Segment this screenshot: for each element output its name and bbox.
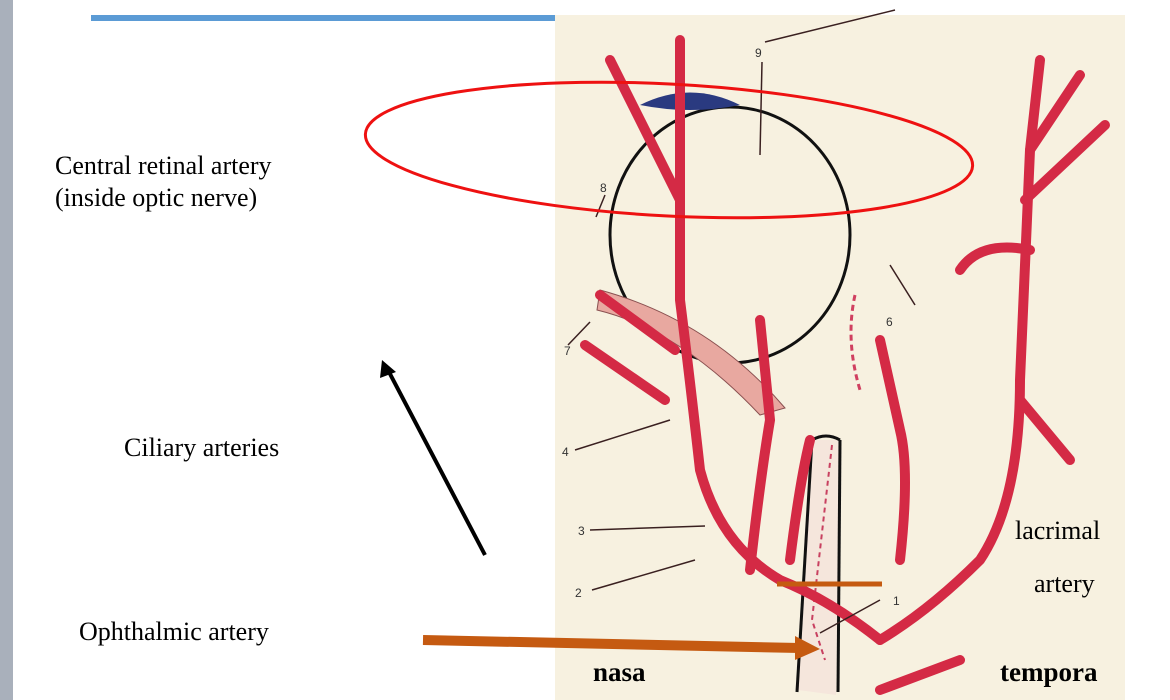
figure-number-4: 4 bbox=[562, 445, 569, 459]
figure-number-3: 3 bbox=[578, 524, 585, 538]
figure-number-6: 6 bbox=[886, 315, 893, 329]
orange-arrow bbox=[422, 635, 801, 653]
black-arrow bbox=[387, 371, 487, 556]
label-artery: artery bbox=[1034, 569, 1095, 598]
label-ophthalmic-artery: Ophthalmic artery bbox=[79, 617, 269, 646]
figure-number-9: 9 bbox=[755, 46, 762, 60]
label-central-retinal-artery: Central retinal artery bbox=[55, 151, 272, 180]
red-ellipse-highlight bbox=[363, 80, 975, 220]
label-lacrimal: lacrimal bbox=[1015, 516, 1101, 545]
label-inside-optic-nerve: (inside optic nerve) bbox=[55, 183, 258, 212]
label-ciliary-arteries: Ciliary arteries bbox=[124, 433, 280, 462]
figure-number-2: 2 bbox=[575, 586, 582, 600]
figure-number-7: 7 bbox=[564, 344, 571, 358]
figure-number-8: 8 bbox=[600, 181, 607, 195]
label-temporal: tempora bbox=[1000, 657, 1098, 687]
label-nasal: nasa bbox=[593, 657, 646, 687]
slide-sidebar-strip bbox=[0, 0, 13, 700]
figure-number-1: 1 bbox=[893, 594, 900, 608]
